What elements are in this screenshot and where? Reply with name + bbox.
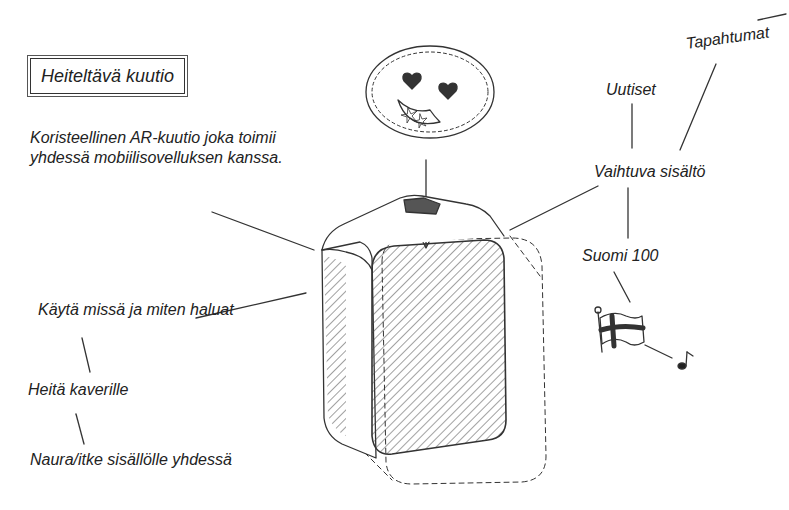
sketch-title: Heiteltävä kuutio (30, 58, 185, 94)
content-label: Tapahtumat (685, 22, 771, 53)
content-label: Uutiset (606, 80, 656, 100)
content-label: Vaihtuva sisältö (594, 162, 705, 182)
content-label: Suomi 100 (582, 246, 659, 266)
usage-note: Heitä kaverille (28, 380, 128, 400)
usage-note: Naura/itke sisällölle yhdessä (30, 450, 232, 470)
description-note: Koristeellinen AR-kuutio joka toimii yhd… (30, 128, 315, 168)
usage-note: Käytä missä ja miten haluat (38, 300, 234, 320)
